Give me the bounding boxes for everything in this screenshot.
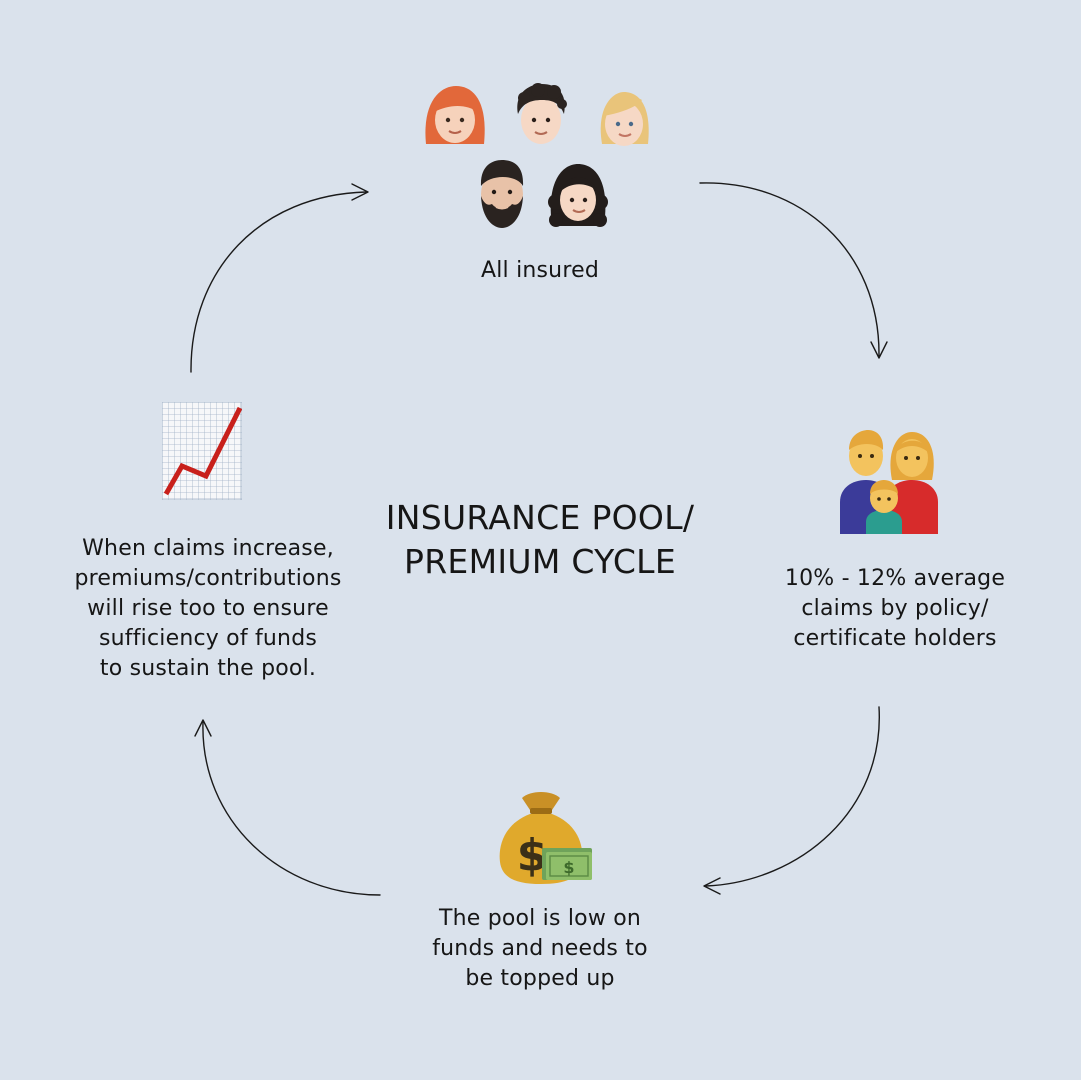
banknote-icon: $ — [542, 848, 592, 880]
curly-haired-man-icon — [517, 83, 567, 144]
diagram-title: INSURANCE POOL/ PREMIUM CYCLE — [385, 498, 695, 581]
pool-low-label: The pool is low on funds and needs to be… — [432, 906, 648, 991]
arrow-insured-to-claims — [699, 182, 880, 357]
blonde-woman-icon — [600, 92, 649, 146]
curly-haired-woman-icon — [548, 164, 608, 227]
claims-label: 10% - 12% average claims by policy/ cert… — [784, 566, 1006, 651]
people-group-icon — [425, 83, 649, 228]
arrowhead-claims-to-pool — [703, 877, 721, 895]
money-bag-icon: $ $ — [499, 792, 592, 884]
chart-increasing-icon — [162, 402, 242, 500]
family-icon — [840, 430, 938, 534]
arrowhead-premium-to-insured — [351, 183, 369, 201]
bearded-man-icon — [480, 160, 524, 228]
red-haired-woman-icon — [425, 86, 485, 144]
arrowhead-pool-to-premium — [194, 719, 212, 737]
arrow-claims-to-pool — [705, 706, 880, 887]
arrow-premium-to-insured — [190, 191, 367, 373]
arrowhead-insured-to-claims — [870, 341, 888, 359]
premium-rise-label: When claims increase, premiums/contribut… — [74, 536, 342, 681]
svg-text:$: $ — [563, 858, 574, 877]
arrow-pool-to-premium — [202, 721, 381, 896]
all-insured-label: All insured — [481, 258, 599, 283]
